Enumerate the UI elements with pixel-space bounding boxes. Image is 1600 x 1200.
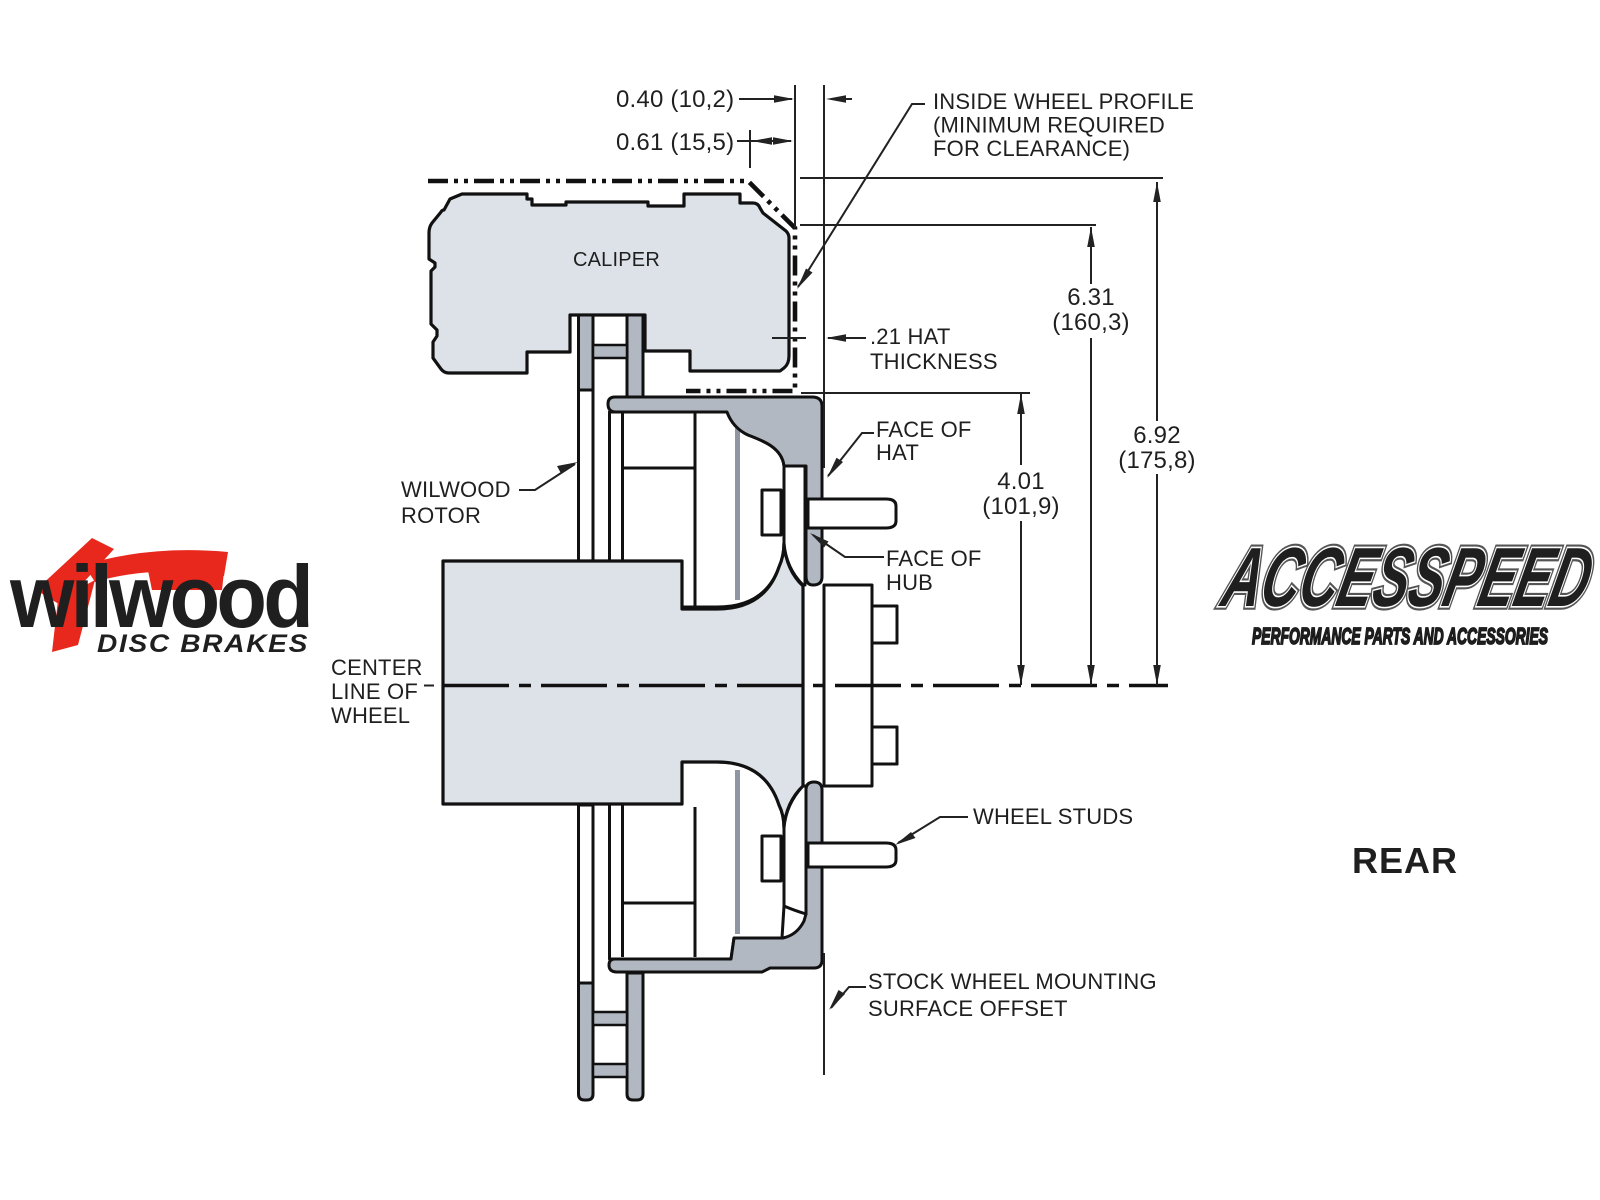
svg-text:wilwood: wilwood (9, 547, 310, 646)
svg-text:0.40 (10,2): 0.40 (10,2) (616, 86, 734, 113)
svg-text:LINE OF: LINE OF (331, 679, 418, 704)
svg-text:(MINIMUM REQUIRED: (MINIMUM REQUIRED (933, 113, 1165, 138)
svg-text:FOR CLEARANCE): FOR CLEARANCE) (933, 136, 1130, 161)
svg-text:.21 HAT: .21 HAT (870, 324, 950, 349)
svg-text:ROTOR: ROTOR (401, 503, 481, 528)
svg-text:PERFORMANCE PARTS AND ACCESSOR: PERFORMANCE PARTS AND ACCESSORIES (1252, 623, 1548, 649)
svg-text:WHEEL: WHEEL (331, 703, 410, 728)
svg-text:ACCESSPEED: ACCESSPEED (1214, 530, 1600, 624)
svg-text:CENTER: CENTER (331, 655, 423, 680)
svg-text:(101,9): (101,9) (982, 493, 1059, 520)
svg-text:WILWOOD: WILWOOD (401, 477, 511, 502)
svg-text:4.01: 4.01 (997, 468, 1045, 495)
svg-text:6.92: 6.92 (1133, 422, 1181, 449)
svg-text:DISC BRAKES: DISC BRAKES (97, 630, 309, 658)
svg-text:STOCK WHEEL MOUNTING: STOCK WHEEL MOUNTING (868, 969, 1157, 994)
svg-text:HAT: HAT (876, 440, 919, 465)
svg-text:SURFACE OFFSET: SURFACE OFFSET (868, 996, 1068, 1021)
svg-text:INSIDE WHEEL PROFILE: INSIDE WHEEL PROFILE (933, 89, 1194, 114)
svg-text:REAR: REAR (1352, 840, 1458, 881)
svg-text:FACE OF: FACE OF (876, 417, 972, 442)
svg-text:6.31: 6.31 (1067, 284, 1115, 311)
svg-text:(175,8): (175,8) (1118, 447, 1195, 474)
svg-text:THICKNESS: THICKNESS (870, 349, 998, 374)
svg-text:ACCESSPEED: ACCESSPEED (1214, 530, 1600, 624)
svg-text:(160,3): (160,3) (1052, 309, 1129, 336)
svg-text:CALIPER: CALIPER (573, 249, 660, 271)
svg-text:WHEEL STUDS: WHEEL STUDS (973, 804, 1133, 829)
svg-text:0.61 (15,5): 0.61 (15,5) (616, 129, 734, 156)
svg-text:FACE OF: FACE OF (886, 546, 982, 571)
svg-text:HUB: HUB (886, 570, 933, 595)
